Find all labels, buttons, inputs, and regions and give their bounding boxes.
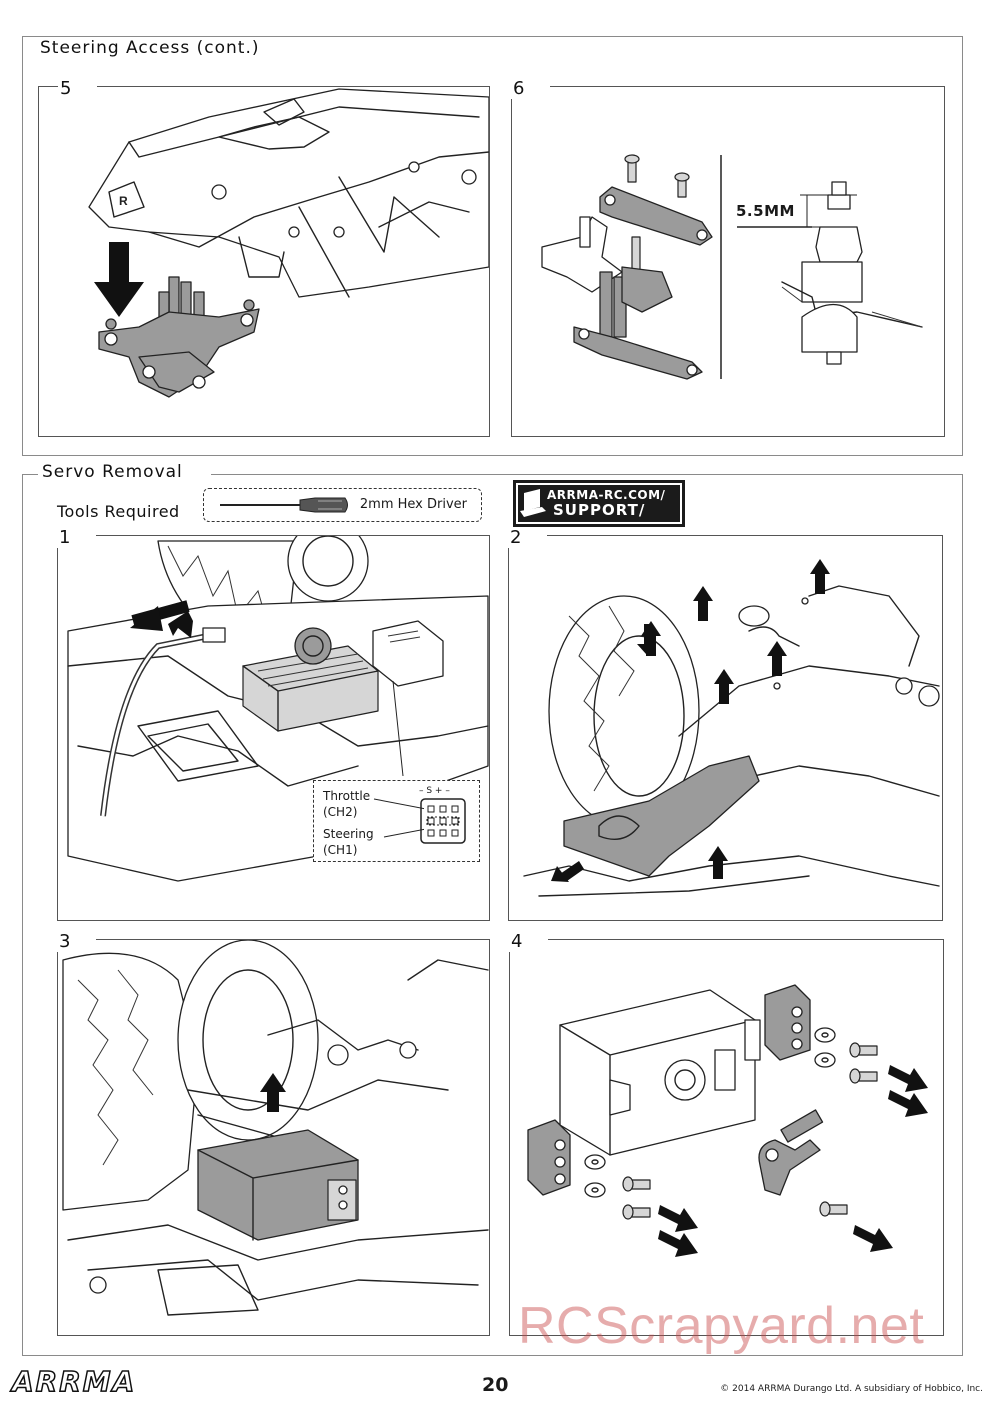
callout-leaders — [373, 798, 424, 838]
servo-step-4-number: 4 — [509, 931, 549, 952]
support-url-line2: SUPPORT/ — [553, 501, 646, 519]
servo-step-3-illustration — [62, 940, 489, 1316]
step-5-panel: R — [38, 86, 490, 437]
tool-name: 2mm Hex Driver — [359, 497, 467, 512]
support-badge[interactable]: ARRMA-RC.COM/ SUPPORT/ — [513, 480, 685, 527]
page-number: 20 — [482, 1374, 509, 1396]
step-6-number: 6 — [511, 78, 551, 99]
servo-step-3-number: 3 — [57, 931, 97, 952]
servo-step-1-number: 1 — [57, 527, 97, 548]
servo-step-1-panel — [57, 535, 490, 921]
servo-step-2-illustration — [523, 559, 940, 897]
receiver-header-label: – S + – — [419, 786, 450, 796]
watermark: RCScrapyard.net — [518, 1297, 925, 1355]
arrma-logo: ARRMA — [11, 1364, 137, 1399]
step-5-illustration: R — [88, 88, 489, 398]
step-6-panel — [511, 86, 945, 437]
servo-step-4-illustration — [527, 984, 928, 1257]
svg-text:R: R — [119, 194, 128, 208]
steering-label: Steering — [323, 827, 374, 841]
laptop-icon — [520, 489, 546, 517]
step-6-illustration — [541, 154, 923, 380]
throttle-channel: (CH2) — [323, 805, 358, 819]
servo-step-4-panel — [509, 939, 944, 1336]
servo-horn-dimension: 5.5MM — [736, 202, 795, 220]
servo-step-2-panel — [508, 535, 943, 921]
step-5-number: 5 — [58, 78, 98, 99]
receiver-pins-icon — [420, 798, 466, 844]
servo-step-1-illustration — [67, 536, 489, 882]
receiver-channel-callout: Throttle (CH2) Steering (CH1) – S + – — [313, 780, 480, 862]
support-url-line1: ARRMA-RC.COM/ — [547, 488, 666, 502]
servo-step-3-panel — [57, 939, 490, 1336]
tools-box: 2mm Hex Driver — [203, 488, 482, 522]
section-title-servo-removal: Servo Removal — [38, 462, 211, 482]
servo-step-2-number: 2 — [508, 527, 548, 548]
copyright: © 2014 ARRMA Durango Ltd. A subsidiary o… — [720, 1384, 983, 1394]
throttle-label: Throttle — [323, 789, 371, 803]
steering-channel: (CH1) — [323, 843, 358, 857]
section-title-steering-access: Steering Access (cont.) — [36, 38, 288, 58]
tools-required-label: Tools Required — [57, 502, 180, 521]
hex-driver-icon — [220, 497, 348, 513]
